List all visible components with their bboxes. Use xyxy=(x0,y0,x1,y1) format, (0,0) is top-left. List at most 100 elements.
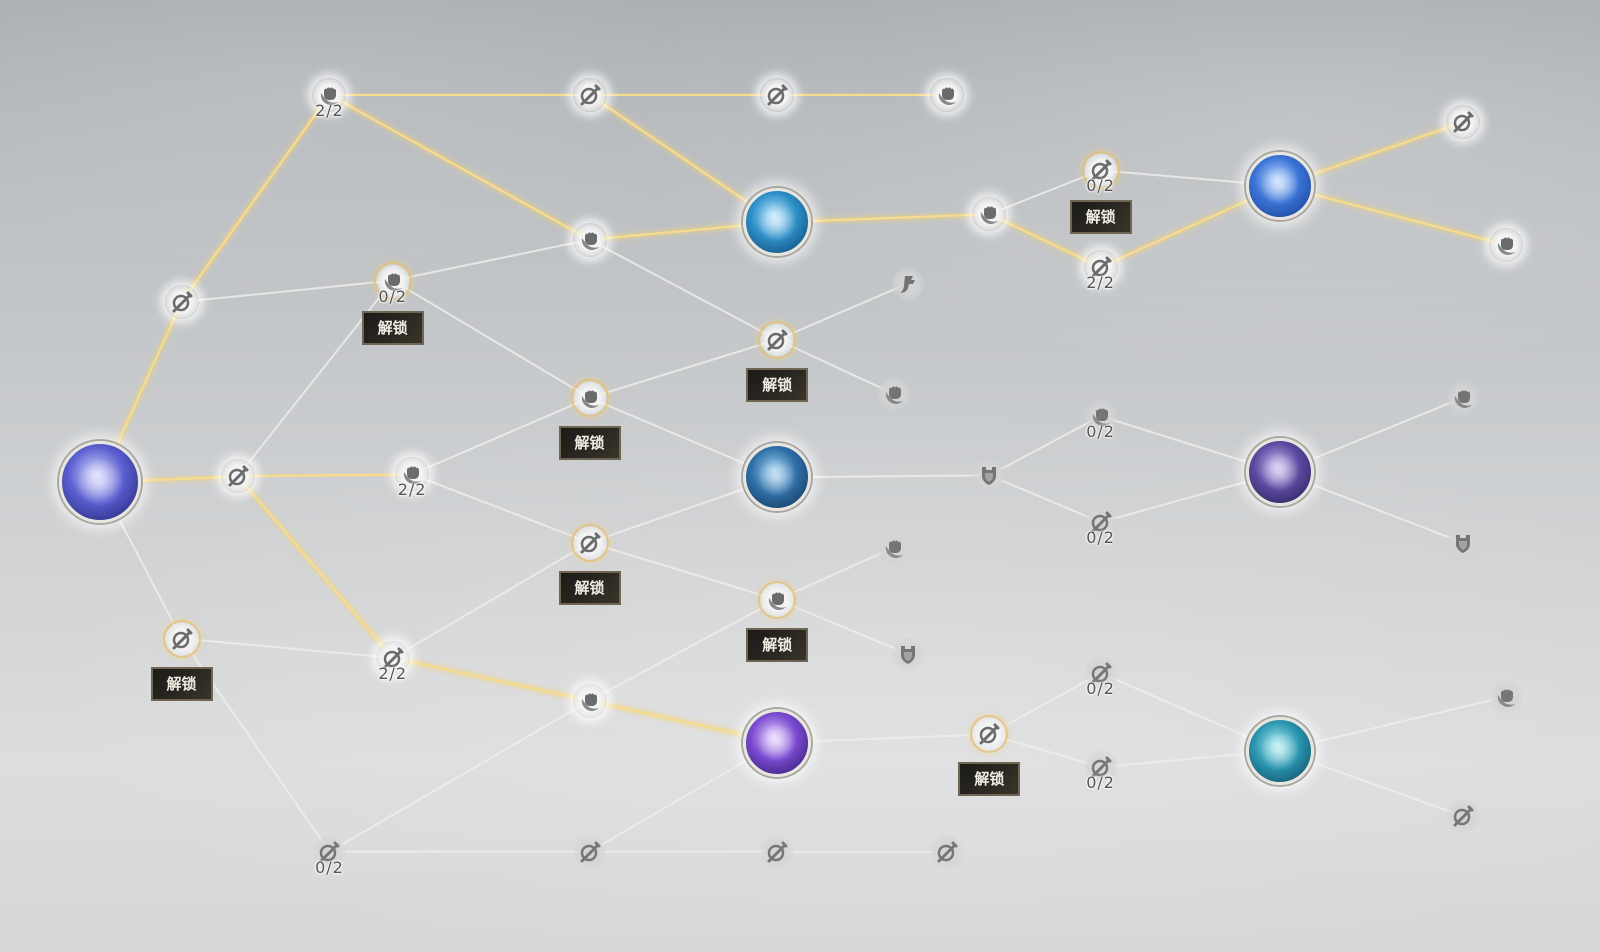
skill-node-fist-avail[interactable] xyxy=(760,582,795,617)
shadow-figure-skill-node[interactable] xyxy=(1246,438,1315,507)
unlock-button[interactable]: 解锁 xyxy=(746,627,809,662)
skill-node-sword-avail[interactable] xyxy=(1083,153,1118,188)
skill-node-sword-locked[interactable] xyxy=(760,834,795,869)
skill-node-fist-avail[interactable] xyxy=(572,380,607,415)
skill-node-fist-avail[interactable] xyxy=(375,263,410,298)
sword-icon xyxy=(767,84,788,106)
skill-node-sword-avail[interactable] xyxy=(760,322,795,357)
skill-level-counter: 2/2 xyxy=(378,663,408,683)
skill-node-sword-locked[interactable] xyxy=(1445,799,1480,833)
meditation-skill-node[interactable] xyxy=(743,443,812,512)
skill-node-fist-lit[interactable] xyxy=(572,683,607,718)
skill-node-fist-locked[interactable] xyxy=(876,376,911,411)
sword-icon xyxy=(580,532,601,554)
inactive-connection xyxy=(392,541,591,659)
inactive-connection xyxy=(589,598,778,702)
unlock-button[interactable]: 解锁 xyxy=(361,310,424,345)
inactive-connection xyxy=(989,169,1101,216)
skill-node-shield-locked[interactable] xyxy=(1445,525,1480,560)
sword-icon xyxy=(1091,511,1112,533)
skill-node-shield-locked[interactable] xyxy=(972,458,1007,493)
skill-node-sword-avail[interactable] xyxy=(164,621,199,656)
skill-node-fist-lit[interactable] xyxy=(572,222,607,257)
inactive-connection xyxy=(589,338,778,399)
skill-level-counter: 2/2 xyxy=(1086,273,1115,293)
unlock-button[interactable]: 解锁 xyxy=(958,762,1021,797)
skill-node-sword-lit[interactable] xyxy=(375,640,410,675)
fist-icon xyxy=(885,386,903,404)
fist-icon xyxy=(1092,408,1110,427)
skill-node-sword-lit[interactable] xyxy=(164,284,199,319)
skill-node-fist-lit[interactable] xyxy=(312,77,347,112)
inactive-connection xyxy=(589,541,778,601)
skill-node-sword-avail[interactable] xyxy=(972,717,1007,752)
skill-node-fist-lit[interactable] xyxy=(395,457,430,492)
inactive-connection xyxy=(589,238,778,341)
skill-node-fist-locked[interactable] xyxy=(1488,679,1523,714)
skill-node-sword-locked[interactable] xyxy=(1083,750,1118,785)
inactive-connection xyxy=(989,733,1101,768)
skill-node-sword-locked[interactable] xyxy=(312,834,347,869)
skill-node-sword-locked[interactable] xyxy=(1083,505,1118,540)
skill-node-fist-locked[interactable] xyxy=(876,530,911,565)
shield-icon xyxy=(1455,534,1470,553)
skill-node-shield-locked[interactable] xyxy=(890,636,925,671)
skill-node-sword-lit[interactable] xyxy=(760,77,795,112)
inactive-connection xyxy=(181,279,393,303)
sword-icon xyxy=(1091,662,1112,684)
fist-icon xyxy=(1497,689,1515,707)
unlock-button[interactable]: 解锁 xyxy=(1069,200,1132,235)
yin-yang-skill-node[interactable] xyxy=(743,188,812,257)
skill-node-fist-lit[interactable] xyxy=(972,197,1007,232)
skill-node-fist-lit[interactable] xyxy=(929,77,964,112)
skill-node-sword-avail[interactable] xyxy=(572,525,607,560)
unlock-button[interactable]: 解锁 xyxy=(558,570,621,605)
skill-node-sword-locked[interactable] xyxy=(1083,656,1118,691)
lightning-root-skill-node[interactable] xyxy=(58,441,141,524)
skill-node-fist-locked[interactable] xyxy=(1083,399,1118,434)
skill-node-sword-lit[interactable] xyxy=(220,459,255,494)
skill-node-sword-lit[interactable] xyxy=(1445,105,1480,140)
water-beast-skill-node[interactable] xyxy=(1246,716,1315,785)
inactive-connection xyxy=(328,699,591,853)
unlock-button[interactable]: 解锁 xyxy=(558,425,621,460)
skill-node-fist-locked[interactable] xyxy=(1445,380,1480,415)
sword-icon xyxy=(1091,756,1112,778)
skill-level-counter: 2/2 xyxy=(397,480,427,500)
unlock-button[interactable]: 解锁 xyxy=(150,666,213,701)
skill-node-sword-lit[interactable] xyxy=(1083,250,1118,285)
sword-icon xyxy=(1091,256,1112,278)
sword-icon xyxy=(937,841,958,863)
skill-node-fist-lit[interactable] xyxy=(1488,227,1523,262)
fist-icon xyxy=(581,390,599,408)
unlock-button[interactable]: 解锁 xyxy=(746,367,809,402)
skill-level-counter: 0/2 xyxy=(378,286,408,306)
blue-scroll-skill-node[interactable] xyxy=(1246,151,1315,220)
yin-yang-icon xyxy=(757,202,798,243)
skill-level-counter: 0/2 xyxy=(1086,422,1115,442)
purple-vortex-skill-node[interactable] xyxy=(743,708,812,777)
skill-level-counter: 2/2 xyxy=(315,100,344,120)
active-connection xyxy=(588,93,778,224)
fist-icon xyxy=(885,540,903,558)
skill-node-sword-lit[interactable] xyxy=(572,77,607,112)
fist-icon xyxy=(769,592,787,610)
shield-icon xyxy=(982,467,997,486)
active-connection xyxy=(236,475,394,659)
fist-icon xyxy=(384,273,402,291)
sword-icon xyxy=(319,841,340,863)
skill-node-axe-locked[interactable] xyxy=(890,266,925,301)
sword-icon xyxy=(767,329,788,351)
purple-vortex-icon xyxy=(757,722,798,763)
skill-node-sword-locked[interactable] xyxy=(929,834,964,869)
inactive-connection xyxy=(777,474,990,479)
inactive-connection xyxy=(776,282,909,341)
inactive-connection xyxy=(989,474,1101,524)
inactive-connection xyxy=(988,415,1102,477)
sword-icon xyxy=(383,647,404,669)
active-connection xyxy=(328,93,591,241)
active-connection xyxy=(180,94,331,303)
skill-level-counter: 0/2 xyxy=(1086,176,1115,196)
skill-node-sword-locked[interactable] xyxy=(572,834,607,869)
active-connection xyxy=(237,473,413,478)
